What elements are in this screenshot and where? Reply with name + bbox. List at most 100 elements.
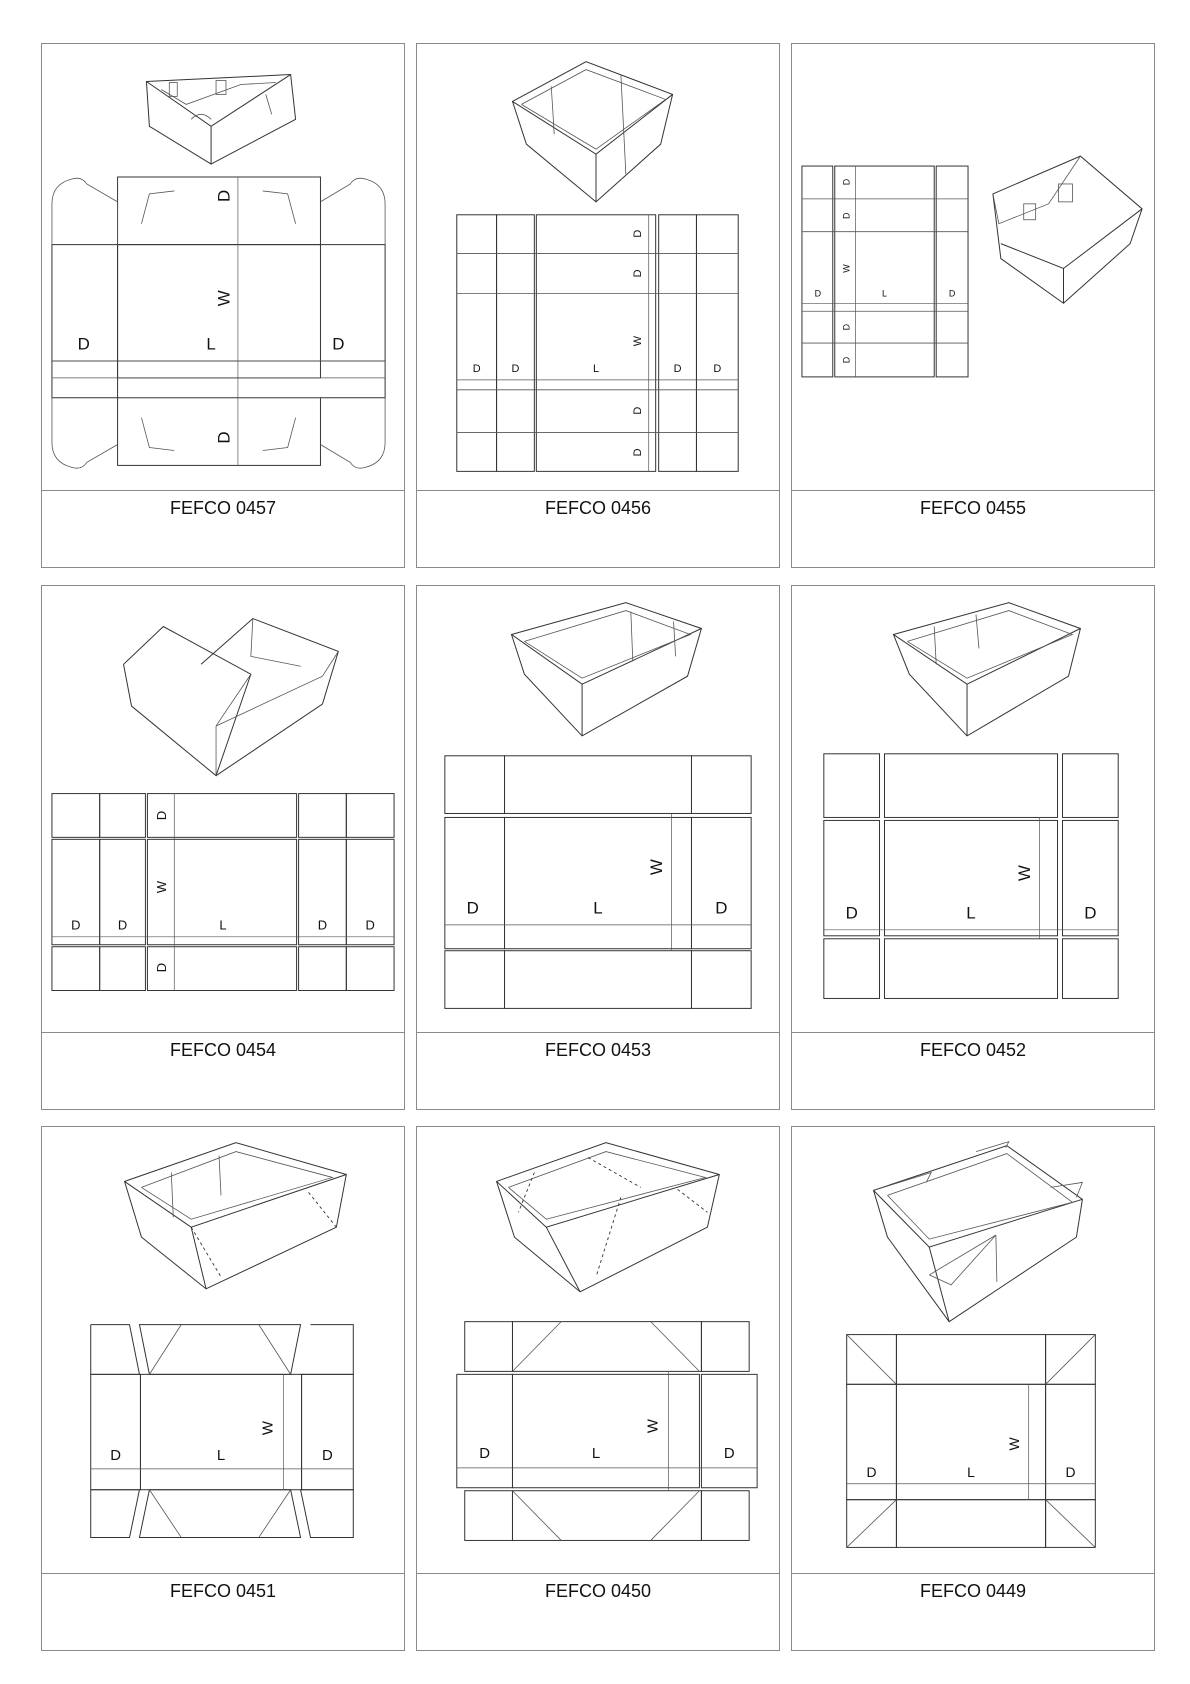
net-fefco-0454 (51, 793, 395, 991)
dim-label: W (154, 880, 169, 893)
dim-label: D (632, 407, 644, 415)
dim-label: D (674, 363, 682, 375)
card-fefco-0450: W D L D FEFCO 0450 (416, 1126, 780, 1651)
box-3d-fefco-0453 (510, 602, 703, 737)
diagram-fefco-0456: D D W D D L D D D D (417, 44, 779, 491)
dim-label: D (214, 431, 233, 443)
diagram-fefco-0454: D W D D L D D D (42, 586, 404, 1033)
net-fefco-0452 (823, 753, 1119, 999)
dim-label: D (479, 1446, 490, 1462)
card-fefco-0456: D D W D D L D D D D FEFCO 0456 (416, 43, 780, 568)
dim-label: D (366, 917, 375, 932)
dim-label: D (715, 898, 727, 917)
box-3d-fefco-0450 (495, 1142, 720, 1293)
dim-label: D (867, 1464, 877, 1480)
dim-label: D (318, 917, 327, 932)
dim-label: W (647, 859, 666, 875)
diagram-fefco-0457: D W D L D D (42, 44, 404, 491)
box-3d-fefco-0455 (992, 155, 1143, 304)
dim-label: D (842, 323, 852, 330)
dim-label: D (713, 363, 721, 375)
dim-label: W (214, 290, 233, 306)
card-fefco-0449: W D L D FEFCO 0449 (791, 1126, 1155, 1651)
dim-labels-fefco-0456: D D W D D L D D D D (473, 230, 722, 457)
card-title: FEFCO 0453 (544, 1040, 652, 1060)
net-fefco-0457 (51, 176, 386, 469)
box-3d-fefco-0452 (892, 602, 1081, 737)
dim-label: D (118, 917, 127, 932)
card-fefco-0455: D D W D L D D D FEFCO 0455 (791, 43, 1155, 568)
dim-label: D (949, 288, 956, 298)
card-title: FEFCO 0451 (169, 1581, 277, 1601)
card-title: FEFCO 0455 (919, 498, 1027, 518)
dim-label: D (815, 288, 822, 298)
card-fefco-0451: W D L D FEFCO 0451 (41, 1126, 405, 1651)
net-fefco-0455 (801, 165, 969, 378)
net-fefco-0456 (456, 214, 739, 472)
dim-label: D (1065, 1464, 1075, 1480)
net-fefco-0450 (456, 1321, 758, 1541)
dim-label: D (846, 903, 858, 922)
box-3d-fefco-0454 (123, 617, 339, 777)
dim-label: D (1084, 903, 1096, 922)
card-fefco-0453: W D L D FEFCO 0453 (416, 585, 780, 1110)
dim-label: D (842, 356, 852, 363)
dim-label: D (632, 269, 644, 277)
dim-labels-fefco-0452: W D L D (846, 865, 1097, 922)
card-fefco-0457: D W D L D D FEFCO 0457 (41, 43, 405, 568)
diagram-fefco-0453: W D L D (417, 586, 779, 1033)
diagram-fefco-0455: D D W D L D D D (792, 44, 1154, 491)
dim-label: D (332, 335, 344, 354)
dim-label: D (154, 963, 169, 972)
dim-label: W (1006, 1437, 1022, 1451)
card-title: FEFCO 0452 (919, 1040, 1027, 1060)
box-3d-fefco-0456 (511, 61, 674, 203)
card-title: FEFCO 0450 (544, 1581, 652, 1601)
dim-labels-fefco-0457: D W D L D D (78, 190, 345, 444)
box-3d-fefco-0449 (872, 1141, 1084, 1323)
card-title: FEFCO 0449 (919, 1581, 1027, 1601)
dim-label: L (219, 917, 226, 932)
box-3d-fefco-0451 (123, 1142, 347, 1290)
dim-label: D (110, 1448, 121, 1464)
dim-label: D (632, 448, 644, 456)
diagram-fefco-0449: W D L D (792, 1127, 1154, 1574)
card-title: FEFCO 0457 (169, 498, 277, 518)
dim-label: D (322, 1448, 333, 1464)
dim-label: D (632, 230, 644, 238)
dim-label: L (593, 363, 599, 375)
dim-label: D (512, 363, 520, 375)
diagram-fefco-0451: W D L D (42, 1127, 404, 1574)
dim-label: W (1015, 865, 1034, 881)
dim-label: D (214, 190, 233, 202)
dim-label: L (593, 898, 602, 917)
dim-label: L (206, 335, 215, 354)
dim-label: D (473, 363, 481, 375)
dim-label: L (882, 288, 887, 298)
dim-label: D (842, 212, 852, 219)
dim-label: L (592, 1446, 600, 1462)
dim-label: D (154, 811, 169, 820)
dim-label: W (632, 335, 644, 346)
dim-labels-fefco-0449: W D L D (867, 1437, 1076, 1480)
diagram-fefco-0452: W D L D (792, 586, 1154, 1033)
dim-labels-fefco-0450: W D L D (479, 1418, 735, 1462)
card-fefco-0452: W D L D FEFCO 0452 (791, 585, 1155, 1110)
dim-label: L (217, 1448, 225, 1464)
net-fefco-0453 (444, 755, 752, 1009)
dim-label: D (724, 1446, 735, 1462)
dim-labels-fefco-0454: D W D D L D D D (71, 811, 375, 972)
dim-labels-fefco-0455: D D W D L D D D (815, 178, 956, 363)
dim-label: W (842, 264, 852, 273)
card-title: FEFCO 0456 (544, 498, 652, 518)
dim-label: D (71, 917, 80, 932)
net-fefco-0449 (846, 1334, 1096, 1548)
card-title: FEFCO 0454 (169, 1040, 277, 1060)
dim-label: L (967, 1464, 975, 1480)
dim-label: D (842, 178, 852, 185)
card-fefco-0454: D W D D L D D D FEFCO 0454 (41, 585, 405, 1110)
dim-label: D (467, 898, 479, 917)
dim-label: D (78, 335, 90, 354)
diagram-fefco-0450: W D L D (417, 1127, 779, 1574)
box-3d-fefco-0457 (145, 74, 297, 165)
